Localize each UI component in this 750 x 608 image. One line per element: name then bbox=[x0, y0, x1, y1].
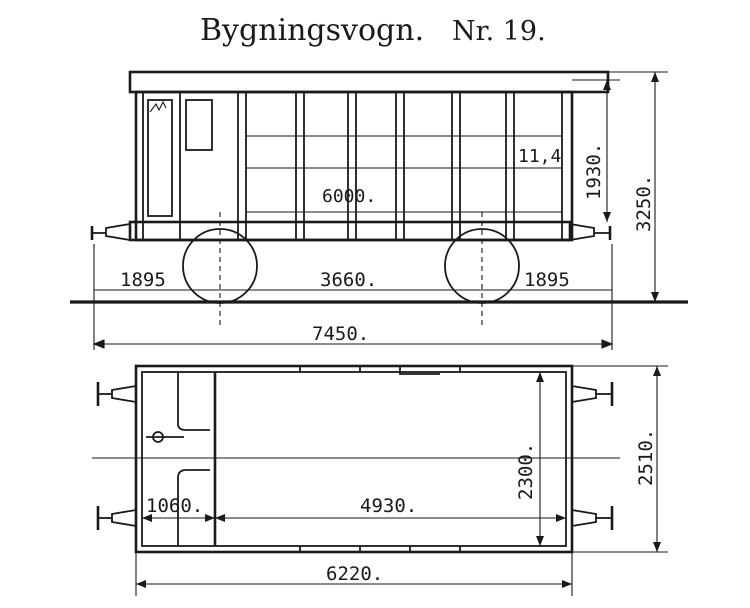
door-panel bbox=[147, 99, 173, 217]
plan-outline bbox=[134, 364, 574, 554]
body-height-label: 1930. bbox=[583, 143, 605, 200]
plan-dimensions: 2300. 2510. 1060. 4930. 6220. bbox=[135, 365, 668, 596]
total-height-label: 3250. bbox=[633, 175, 655, 232]
outer-width-label: 2510. bbox=[635, 429, 657, 486]
plan-view bbox=[92, 364, 620, 554]
plan-buffers-right bbox=[571, 382, 614, 530]
overhang-right-label: 1895 bbox=[524, 269, 570, 291]
side-window bbox=[185, 99, 213, 151]
compartment-door-top bbox=[177, 372, 210, 431]
compartment-length-label: 1060. bbox=[146, 495, 203, 517]
plan-buffers-left bbox=[96, 382, 137, 530]
compartment-door-bottom bbox=[177, 469, 210, 546]
left-buffer bbox=[90, 223, 131, 241]
roof bbox=[128, 70, 610, 94]
right-buffer bbox=[569, 223, 612, 241]
wheelbase-label: 3660. bbox=[320, 269, 377, 291]
body-length-label: 6220. bbox=[326, 563, 383, 585]
drawing-title: Bygningsvogn. bbox=[200, 13, 424, 48]
underframe bbox=[128, 220, 572, 242]
side-dimensions: 1895 3660. 1895 7450. 1930. 3250. bbox=[92, 71, 668, 350]
side-elevation: 11,4 6000. bbox=[70, 70, 688, 328]
door-hatch-mark bbox=[149, 100, 167, 113]
inner-width-label: 2300. bbox=[515, 443, 537, 500]
total-length-label: 7450. bbox=[312, 323, 369, 345]
wall-details bbox=[299, 366, 461, 552]
cargo-length-label: 4930. bbox=[360, 495, 417, 517]
panel-label: 11,4 bbox=[518, 146, 561, 167]
drawing-number: Nr. 19. bbox=[452, 16, 546, 47]
window-rails bbox=[246, 135, 562, 213]
body-posts bbox=[142, 92, 563, 240]
inner-length-label: 6000. bbox=[322, 186, 376, 207]
plan-inner-wall bbox=[141, 371, 567, 547]
overhang-left-label: 1895 bbox=[120, 269, 166, 291]
